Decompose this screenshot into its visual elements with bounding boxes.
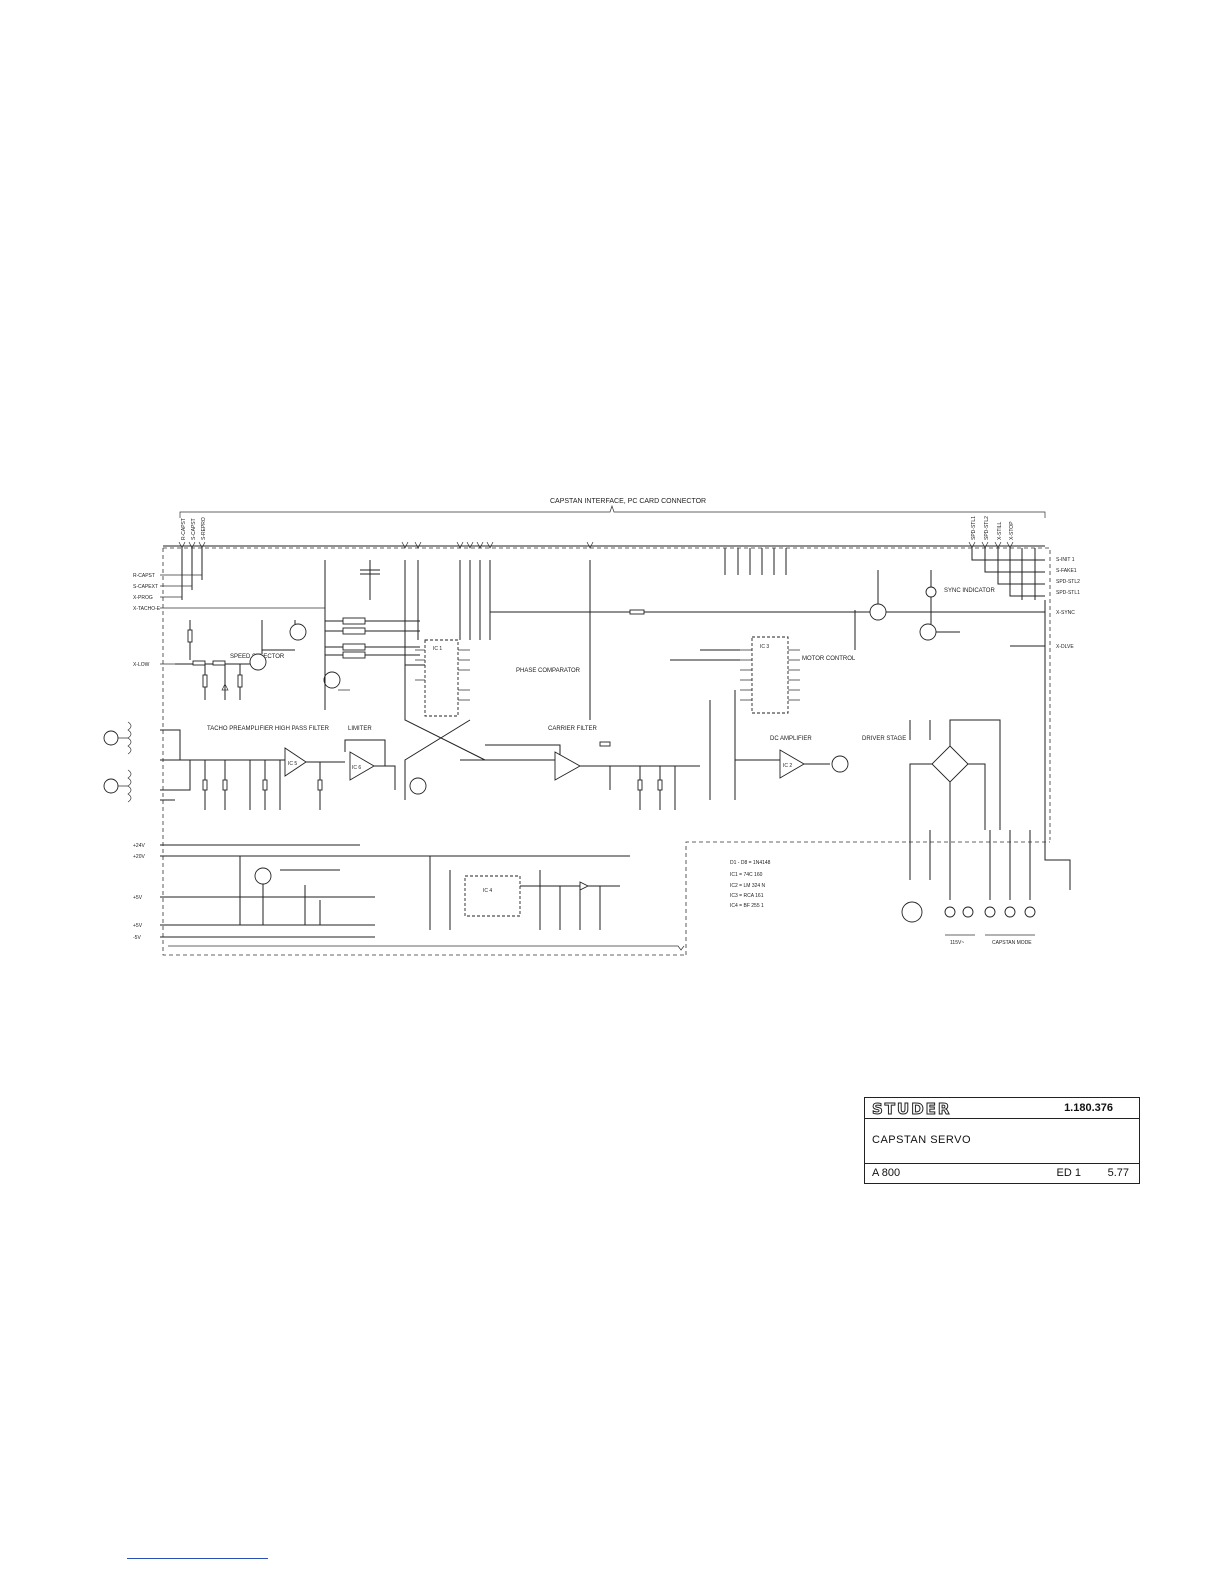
title-block-title-row: CAPSTAN SERVO <box>865 1119 1139 1164</box>
svg-text:+5V: +5V <box>133 923 143 929</box>
carrier-filter-label: CARRIER FILTER <box>548 726 598 732</box>
svg-text:IC4 = BF 255 1: IC4 = BF 255 1 <box>730 903 764 909</box>
top-pins-right: SPD-STL1 SPD-STL2 X-STILL X-STOP <box>968 516 1045 600</box>
svg-text:IC1 = 74C 160: IC1 = 74C 160 <box>730 872 763 878</box>
left-signal-labels: R-CAPST S-CAPEXT X-PROG X-TACHO-E X-LOW <box>133 573 325 668</box>
drawing-title: CAPSTAN SERVO <box>872 1134 972 1146</box>
dc-amplifier-label: DC AMPLIFIER <box>770 736 812 742</box>
svg-text:S-INIT 1: S-INIT 1 <box>1056 557 1075 563</box>
svg-text:+24V: +24V <box>133 843 145 849</box>
connector-header: CAPSTAN INTERFACE, PC CARD CONNECTOR <box>550 498 706 505</box>
svg-text:R-CAPST: R-CAPST <box>181 518 187 540</box>
power-section: +24V +20V +5V +5V -5V IC 4 <box>133 843 630 941</box>
svg-text:S-REPRO: S-REPRO <box>201 517 207 540</box>
svg-text:IC 5: IC 5 <box>288 761 297 767</box>
dc-amplifier-circuit: IC 2 <box>735 749 849 779</box>
speed-selector-circuit <box>175 560 350 710</box>
ic3-motor-control: IC 3 <box>670 636 800 800</box>
svg-text:S-FAKE1: S-FAKE1 <box>1056 568 1077 574</box>
svg-text:S-CAPST: S-CAPST <box>191 518 197 540</box>
svg-text:S-CAPEXT: S-CAPEXT <box>133 584 158 590</box>
svg-text:D1 - D8 = 1N4148: D1 - D8 = 1N4148 <box>730 860 771 866</box>
right-signal-labels: S-INIT 1 S-FAKE1 SPD-STL2 SPD-STL1 X-SYN… <box>1010 557 1080 650</box>
svg-text:IC 1: IC 1 <box>433 646 442 652</box>
svg-text:X-STOP: X-STOP <box>1009 521 1015 540</box>
svg-text:X-PROG: X-PROG <box>133 595 153 601</box>
opto-rows <box>325 617 420 659</box>
svg-text:-5V: -5V <box>133 935 141 941</box>
edition-date: 5.77 <box>1107 1167 1129 1179</box>
title-block-footer-row: A 800 ED 1 5.77 <box>865 1164 1139 1183</box>
svg-text:SPD-STL1: SPD-STL1 <box>1056 590 1080 596</box>
svg-text:R-CAPST: R-CAPST <box>133 573 155 579</box>
svg-text:IC2 = LM 324 N: IC2 = LM 324 N <box>730 883 766 889</box>
title-block-header-row: STUDER 1.180.376 <box>865 1098 1139 1119</box>
top-pins-left: R-CAPST S-CAPST S-REPRO <box>178 517 207 600</box>
model-number: A 800 <box>872 1167 901 1179</box>
bridge-rectifier <box>909 719 1001 830</box>
ic1-phase-comparator: IC 1 <box>401 541 494 717</box>
tacho-label: TACHO PREAMPLIFIER HIGH PASS FILTER <box>207 726 330 732</box>
sync-indicator-circuit <box>490 570 1045 650</box>
vac-label: 115V~ <box>950 940 964 946</box>
sync-indicator-label: SYNC INDICATOR <box>944 588 995 594</box>
svg-text:X-SYNC: X-SYNC <box>1056 610 1075 616</box>
svg-text:SPD-STL2: SPD-STL2 <box>1056 579 1080 585</box>
capstan-mode-connectors <box>901 600 1071 936</box>
svg-text:IC 6: IC 6 <box>352 765 361 771</box>
title-block: STUDER 1.180.376 CAPSTAN SERVO A 800 ED … <box>864 1097 1140 1184</box>
svg-text:+5V: +5V <box>133 895 143 901</box>
svg-text:IC 2: IC 2 <box>783 763 792 769</box>
top-pins-mid <box>724 548 787 575</box>
svg-text:X-TACHO-E: X-TACHO-E <box>133 606 161 612</box>
svg-text:IC3 = RCA 161: IC3 = RCA 161 <box>730 893 764 899</box>
edition: ED 1 <box>1056 1167 1081 1179</box>
carrier-filter-circuit <box>460 541 700 810</box>
driver-stage-label: DRIVER STAGE <box>862 736 906 742</box>
limiter-label: LIMITER <box>348 726 372 732</box>
capstan-mode-label: CAPSTAN MODE <box>992 940 1032 946</box>
document-number: 1.180.376 <box>1064 1102 1113 1114</box>
svg-text:IC 3: IC 3 <box>760 644 769 650</box>
footer-rule <box>127 1558 268 1559</box>
svg-text:SPD-STL2: SPD-STL2 <box>984 516 990 540</box>
svg-text:X-STILL: X-STILL <box>997 521 1003 540</box>
tacho-circuit: IC 5 IC 6 <box>103 721 427 810</box>
studer-logo: STUDER <box>871 1100 952 1119</box>
motor-control-label: MOTOR CONTROL <box>802 656 856 662</box>
component-legend: D1 - D8 = 1N4148 IC1 = 74C 160 IC2 = LM … <box>730 860 771 909</box>
svg-text:X-LOW: X-LOW <box>133 662 150 668</box>
phase-comparator-label: PHASE COMPARATOR <box>516 668 581 674</box>
svg-text:SPD-STL1: SPD-STL1 <box>971 516 977 540</box>
svg-text:X-DLVE: X-DLVE <box>1056 644 1074 650</box>
svg-text:+20V: +20V <box>133 854 145 860</box>
svg-text:IC 4: IC 4 <box>483 888 492 894</box>
